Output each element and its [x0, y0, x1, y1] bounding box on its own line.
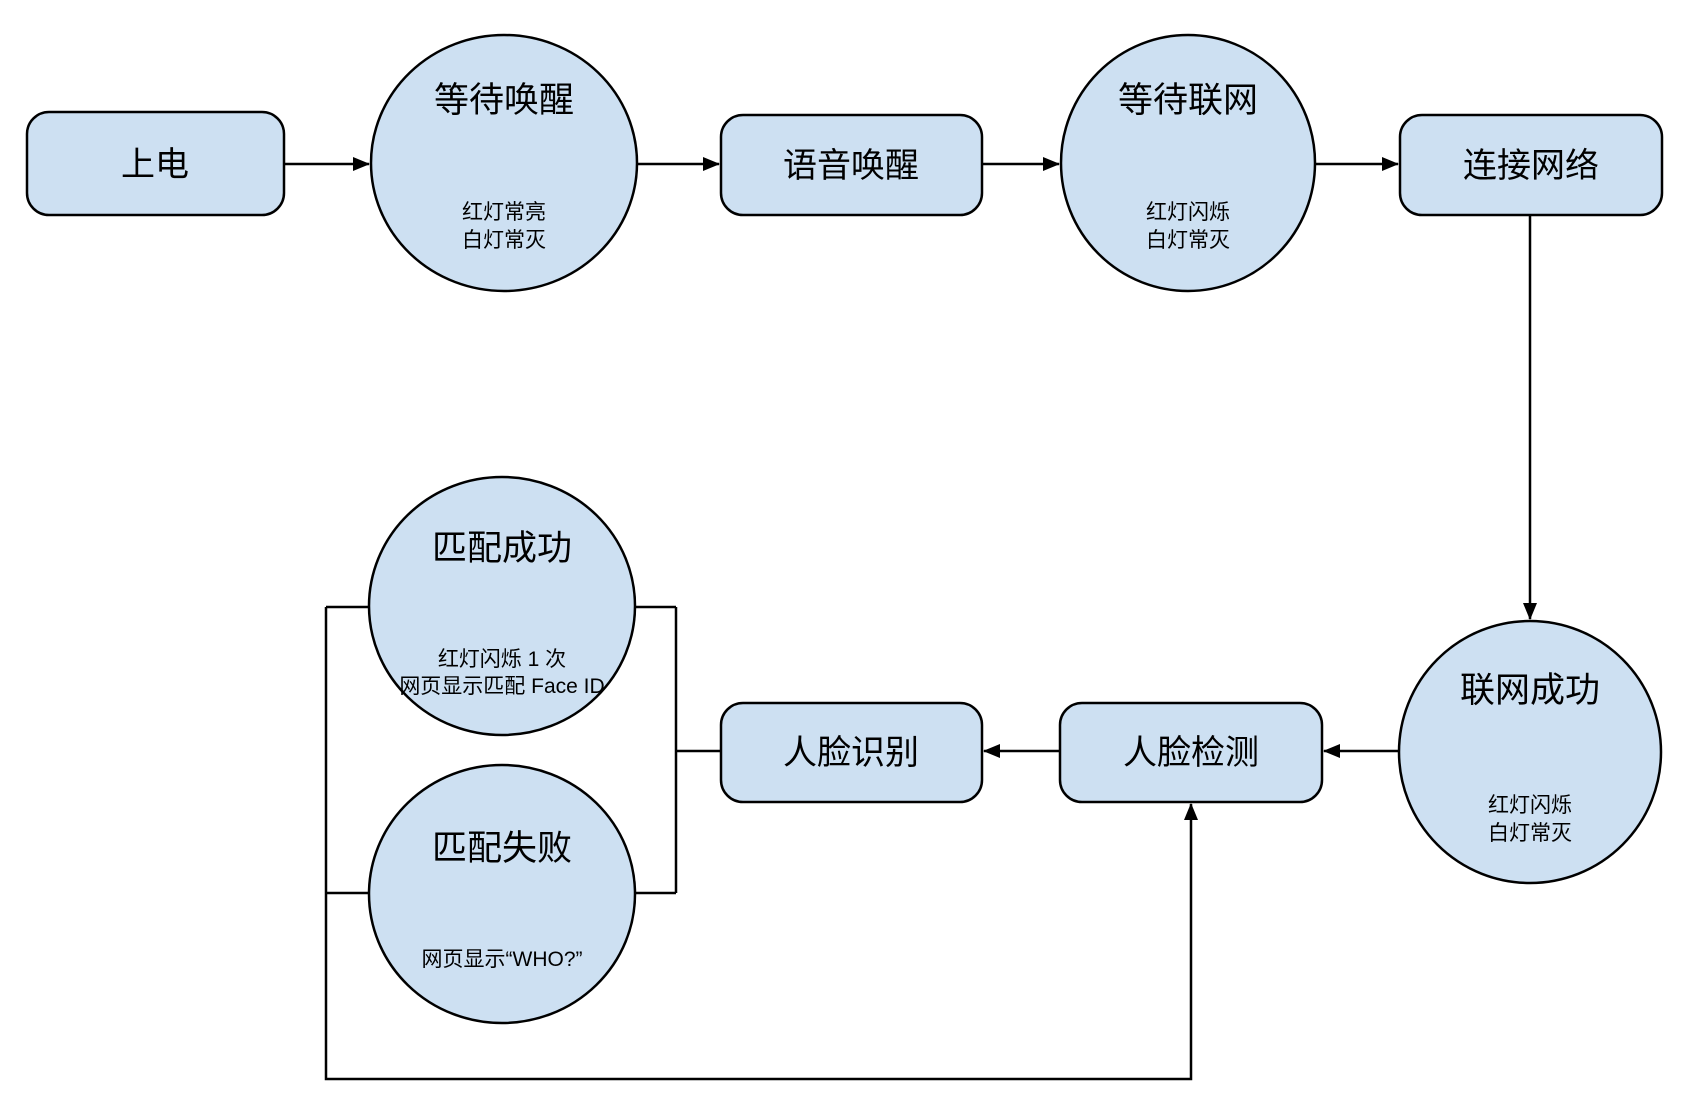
node-match-success-title: 匹配成功 [432, 529, 572, 568]
node-wait-network-title: 等待联网 [1118, 81, 1258, 120]
node-match-fail: 匹配失败 网页显示“WHO?” [367, 763, 637, 1025]
node-network-success-status-line1: 红灯闪烁 [1488, 794, 1572, 817]
node-wait-network-shape [1059, 33, 1317, 293]
node-match-success-shape [367, 475, 637, 737]
node-face-detect-label: 人脸检测 [1123, 734, 1259, 772]
node-wait-wake-status-line1: 红灯常亮 [462, 201, 546, 224]
node-face-recognize-label: 人脸识别 [783, 734, 919, 772]
node-power-on-shape [25, 110, 286, 217]
node-voice-wake: 语音唤醒 [719, 113, 984, 217]
node-network-success-shape [1397, 619, 1663, 885]
node-wait-network-status-line2: 白灯常灭 [1146, 229, 1230, 252]
node-wait-wake: 等待唤醒 红灯常亮 白灯常灭 [369, 33, 639, 293]
edge-match-results-loop-to-face-detect [324, 607, 1198, 1081]
node-match-success-status-line2: 网页显示匹配 Face ID [399, 675, 604, 698]
node-wait-wake-title: 等待唤醒 [434, 81, 574, 120]
node-connect-network-label: 连接网络 [1463, 147, 1599, 185]
node-face-detect-shape [1058, 701, 1324, 804]
node-connect-network-shape [1398, 113, 1664, 217]
bracket-face-recognize-to-match-results [635, 605, 721, 895]
node-wait-wake-status-line2: 白灯常灭 [462, 229, 546, 252]
node-wait-wake-shape [369, 33, 639, 293]
node-network-success-title: 联网成功 [1460, 671, 1600, 710]
node-match-fail-shape [367, 763, 637, 1025]
node-match-fail-status-line1: 网页显示“WHO?” [422, 948, 583, 971]
node-match-success-status-line1: 红灯闪烁 1 次 [438, 648, 566, 671]
node-face-detect: 人脸检测 [1058, 701, 1324, 804]
node-network-success: 联网成功 红灯闪烁 白灯常灭 [1397, 619, 1663, 885]
node-match-fail-title: 匹配失败 [432, 829, 572, 868]
node-face-recognize: 人脸识别 [719, 701, 984, 804]
node-power-on-label: 上电 [121, 146, 189, 184]
node-connect-network: 连接网络 [1398, 113, 1664, 217]
node-power-on: 上电 [25, 110, 286, 217]
node-wait-network: 等待联网 红灯闪烁 白灯常灭 [1059, 33, 1317, 293]
node-voice-wake-label: 语音唤醒 [783, 147, 919, 185]
node-wait-network-status-line1: 红灯闪烁 [1146, 201, 1230, 224]
node-face-recognize-shape [719, 701, 984, 804]
node-voice-wake-shape [719, 113, 984, 217]
node-match-success: 匹配成功 红灯闪烁 1 次 网页显示匹配 Face ID [367, 475, 637, 737]
node-network-success-status-line2: 白灯常灭 [1488, 822, 1572, 845]
